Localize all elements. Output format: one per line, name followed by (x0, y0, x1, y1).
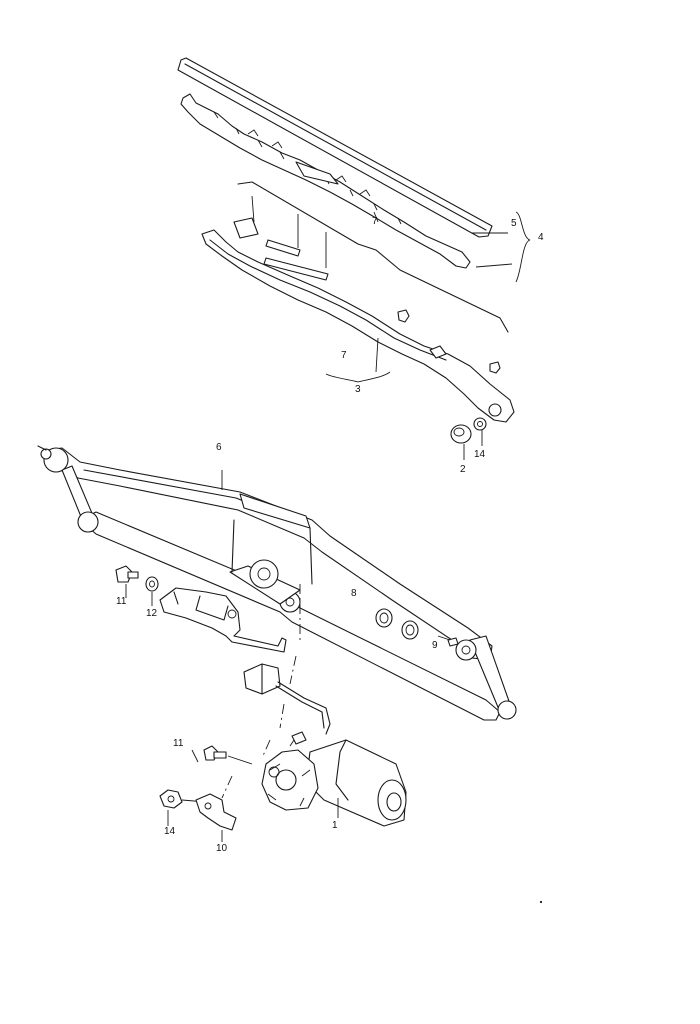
nut-top (473, 417, 487, 431)
callout-4: 4 (538, 232, 544, 243)
callout-2: 2 (460, 464, 466, 475)
mounting-bracket (159, 587, 287, 653)
callout-14-lower: 14 (164, 826, 176, 837)
arm-clip (489, 361, 501, 374)
washer-top (145, 576, 159, 592)
bolt-top (115, 565, 139, 583)
callout-3: 3 (355, 384, 361, 395)
callouts: 1 2 3 4 5 6 7 7 8 9 10 11 11 12 14 14 (116, 216, 544, 854)
wiper-arm (201, 181, 515, 423)
cap (450, 424, 472, 444)
arm-clip (397, 309, 410, 323)
callout-5: 5 (511, 218, 517, 229)
bolt-lower (203, 745, 253, 765)
wiper-linkage (37, 445, 517, 721)
bushing (375, 608, 393, 628)
connector-cable (243, 663, 331, 735)
callout-10: 10 (216, 843, 228, 854)
washer (401, 620, 419, 640)
callout-9: 9 (432, 640, 438, 651)
small-bolt (447, 637, 459, 647)
callout-1: 1 (332, 820, 338, 831)
callout-11-top: 11 (116, 596, 127, 607)
crank (195, 793, 237, 831)
callout-6: 6 (216, 442, 222, 453)
callout-7-blade: 7 (372, 216, 378, 227)
callout-14-top: 14 (474, 449, 486, 460)
callout-7-arm: 7 (341, 350, 347, 361)
wiper-motor (261, 731, 407, 827)
callout-11-lower: 11 (173, 738, 184, 749)
wiper-blade (177, 57, 493, 269)
callout-12: 12 (146, 608, 158, 619)
callout-8: 8 (351, 588, 357, 599)
leader-lines (125, 211, 543, 904)
